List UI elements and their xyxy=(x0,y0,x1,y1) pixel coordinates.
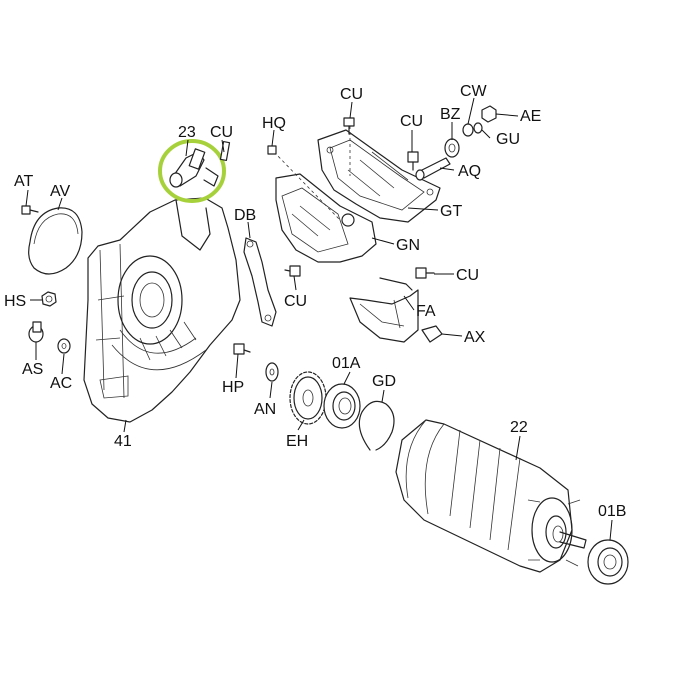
callout-av: AV xyxy=(50,183,70,200)
callout-01b: 01B xyxy=(598,503,626,520)
bracket-fa xyxy=(349,277,419,343)
nut-hs xyxy=(41,291,57,307)
callout-23: 23 xyxy=(178,124,196,141)
nut-ae xyxy=(481,105,497,123)
callout-aq: AQ xyxy=(458,163,481,180)
callout-gu: GU xyxy=(496,131,520,148)
callout-gn: GN xyxy=(396,237,420,254)
cover-gt xyxy=(317,129,441,223)
callout-labels: 23 CU HQ CU CU BZ CW AE GU AQ AT AV DB G… xyxy=(4,83,626,520)
callout-fa: FA xyxy=(416,303,436,320)
bolt-cu4 xyxy=(284,265,301,277)
bracket-gn xyxy=(275,173,377,263)
callout-01a: 01A xyxy=(332,355,361,372)
screw-hq xyxy=(267,145,277,155)
callout-bz: BZ xyxy=(440,106,461,123)
washer-ac xyxy=(57,338,71,354)
assembly-line-hq xyxy=(273,151,341,221)
part-23 xyxy=(169,148,219,188)
pin-hp xyxy=(233,343,251,355)
callout-cw: CW xyxy=(460,83,488,100)
bolt-cu2 xyxy=(343,117,355,135)
callout-ac: AC xyxy=(50,375,72,392)
gear-eh xyxy=(289,371,327,425)
callout-db: DB xyxy=(234,207,256,224)
bearing-01b xyxy=(587,539,629,585)
armature-22 xyxy=(395,419,587,573)
callout-hq: HQ xyxy=(262,115,286,132)
washer-an xyxy=(265,362,279,382)
callout-gd: GD xyxy=(372,373,396,390)
callout-as: AS xyxy=(22,361,43,378)
callout-41: 41 xyxy=(114,433,132,450)
washer-as xyxy=(28,321,44,343)
gasket-av xyxy=(28,207,83,275)
callout-an: AN xyxy=(254,401,276,418)
callout-22: 22 xyxy=(510,419,528,436)
washer-cw xyxy=(462,123,474,137)
screw-at xyxy=(21,205,39,215)
pin-cu1 xyxy=(219,141,231,161)
housing-41 xyxy=(83,197,241,423)
callout-cu: CU xyxy=(284,293,307,310)
callout-ax: AX xyxy=(464,329,486,346)
callout-eh: EH xyxy=(286,433,308,450)
snap-ring-gd xyxy=(358,400,395,451)
callout-cu: CU xyxy=(340,86,363,103)
bearing-01a xyxy=(323,383,361,429)
callout-ae: AE xyxy=(520,108,541,125)
leader-lines xyxy=(25,97,613,541)
bolt-cu5 xyxy=(415,267,435,279)
bolt-cu3 xyxy=(407,151,419,171)
oring-gu xyxy=(473,122,483,134)
callout-hs: HS xyxy=(4,293,26,310)
callout-cu: CU xyxy=(456,267,479,284)
highlight-ring xyxy=(158,139,226,203)
strap-db xyxy=(243,237,277,327)
callout-cu: CU xyxy=(400,113,423,130)
callout-hp: HP xyxy=(222,379,244,396)
spacer-bz xyxy=(444,138,460,158)
callout-cu: CU xyxy=(210,124,233,141)
bolt-aq xyxy=(415,157,451,181)
clip-ax xyxy=(421,325,443,343)
callout-at: AT xyxy=(14,173,33,190)
callout-gt: GT xyxy=(440,203,462,220)
